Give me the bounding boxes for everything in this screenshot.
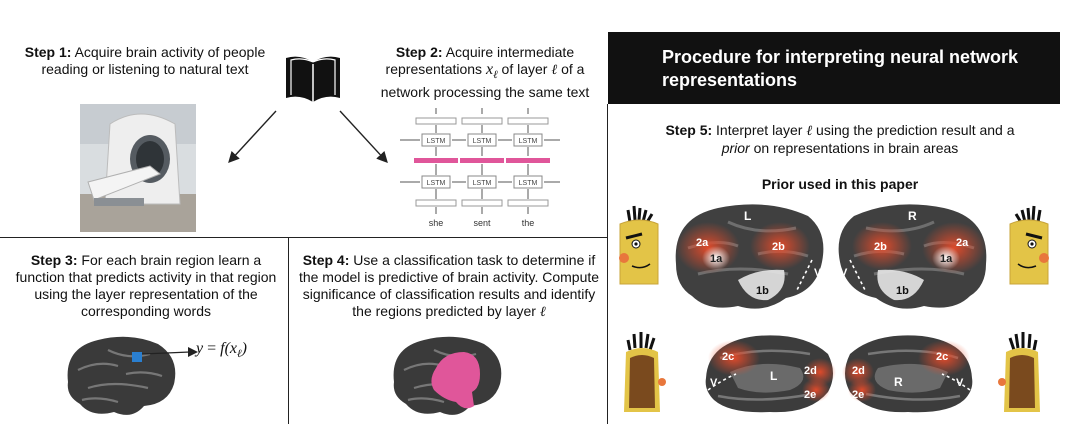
label-L: L	[744, 209, 751, 223]
label-2b-right: 2b	[874, 241, 887, 253]
lstm-cell	[421, 175, 451, 189]
divider-right-panel	[607, 104, 608, 424]
x-symbol: x	[485, 61, 494, 78]
step2-text: Step 2: Acquire intermediate representat…	[364, 44, 606, 101]
head-profile-left-icon	[619, 205, 659, 285]
brain-lateral-right-image: R 2a 1a 2b 1b V	[838, 204, 987, 309]
lstm-diagram: LSTM LSTM she LSTM LSTM sent LSTM LSTM the	[400, 108, 560, 228]
label-2a-right: 2a	[956, 237, 969, 249]
lstm-cell-label: LSTM	[427, 180, 446, 187]
input-word: sent	[473, 218, 491, 228]
label-2d: 2d	[804, 365, 817, 377]
page-title: Procedure for interpreting neural networ…	[662, 47, 1019, 90]
step5-prior: prior	[721, 140, 750, 156]
brain-predicted-region-image	[393, 336, 502, 415]
step2-label: Step 2:	[395, 44, 443, 60]
brain-lateral-left-image: L 2a 1a 2b 1b V	[675, 204, 824, 309]
label-R: R	[908, 209, 917, 223]
step5-description-c: on representations in brain areas	[753, 140, 959, 156]
title-box: Procedure for interpreting neural networ…	[608, 32, 1060, 104]
step2-description-b: of layer	[501, 61, 548, 77]
head-back-right-icon	[998, 332, 1040, 412]
output-box	[461, 117, 503, 125]
label-2b: 2b	[772, 241, 785, 253]
formula: y = f(xℓ)	[196, 340, 247, 360]
step2-description-a: Acquire intermediate representations	[385, 44, 575, 77]
output-box	[415, 117, 457, 125]
lstm-cell	[513, 133, 543, 147]
brain-roi-image	[67, 336, 176, 415]
label-2c-right: 2c	[936, 351, 948, 363]
step4-label: Step 4:	[302, 252, 350, 268]
hidden-state-bar	[460, 158, 504, 163]
head-back-left-icon	[624, 332, 666, 412]
label-2e: 2e	[804, 389, 816, 401]
lstm-cell	[467, 133, 497, 147]
step1-text: Step 1: Acquire brain activity of people…	[10, 44, 280, 78]
lstm-columns: LSTM LSTM she LSTM LSTM sent LSTM LSTM the	[400, 108, 560, 228]
x-subscript: ℓ	[493, 68, 498, 81]
hidden-state-bar	[506, 158, 550, 163]
brain-medial-right-image: 2c R V 2d 2e	[842, 335, 973, 413]
formula-close: )	[241, 340, 247, 357]
lstm-cell	[421, 133, 451, 147]
hidden-state-bar	[414, 158, 458, 163]
step5-label: Step 5:	[665, 122, 713, 138]
step5-description-b: using the prediction result and a	[816, 122, 1015, 138]
lstm-cell-label: LSTM	[519, 180, 538, 187]
label-V-right: V	[840, 267, 848, 279]
step2-description-c: of a network processing the same text	[380, 61, 590, 100]
step3-label: Step 3:	[30, 252, 78, 268]
label-1a-right: 1a	[940, 253, 953, 265]
embedding-box	[415, 199, 457, 207]
prior-heading: Prior used in this paper	[761, 176, 919, 192]
step5-ell: ℓ	[806, 124, 813, 139]
formula-sub: ℓ	[237, 348, 242, 361]
divider-horizontal	[0, 237, 607, 238]
book-icon	[286, 56, 340, 102]
lstm-cell	[513, 175, 543, 189]
brain-medial-left-image: 2c L V 2d 2e	[705, 335, 836, 413]
step3-text: Step 3: For each brain region learn a fu…	[8, 252, 284, 320]
embedding-box	[507, 199, 549, 207]
formula-f: f(x	[220, 340, 238, 357]
step1-label: Step 1:	[24, 44, 72, 60]
embedding-box	[461, 199, 503, 207]
input-word: she	[429, 218, 444, 228]
label-L-medial: L	[770, 369, 777, 383]
step4-text: Step 4: Use a classification task to det…	[292, 252, 606, 321]
output-box	[507, 117, 549, 125]
step4-ell: ℓ	[539, 305, 546, 320]
lstm-cell-label: LSTM	[473, 138, 492, 145]
formula-eq: =	[207, 340, 217, 357]
label-1a: 1a	[710, 253, 723, 265]
label-2d-right: 2d	[852, 365, 865, 377]
label-V-medial: V	[710, 377, 718, 389]
step4-description: Use a classification task to determine i…	[298, 252, 600, 319]
step5-description-a: Interpret layer	[716, 122, 803, 138]
label-R-medial: R	[894, 375, 903, 389]
label-1b: 1b	[756, 285, 769, 297]
label-1b-right: 1b	[896, 285, 909, 297]
formula-arrow	[141, 347, 198, 357]
step3-description: For each brain region learn a function t…	[15, 252, 277, 319]
formula-lhs: y	[196, 340, 204, 357]
head-profile-right-icon	[1009, 205, 1049, 285]
mri-scanner-image	[80, 104, 196, 232]
divider-step3-step4	[288, 237, 289, 424]
layer-ell: ℓ	[551, 63, 558, 78]
lstm-cell	[467, 175, 497, 189]
step5-text: Step 5: Interpret layer ℓ using the pred…	[650, 122, 1030, 157]
lstm-cell-label: LSTM	[427, 138, 446, 145]
input-word: the	[522, 218, 535, 228]
lstm-cell-label: LSTM	[519, 138, 538, 145]
label-V: V	[814, 267, 822, 279]
label-V-medial-right: V	[956, 377, 964, 389]
arrow-icon	[228, 110, 388, 164]
step1-description: Acquire brain activity of people reading…	[41, 44, 266, 77]
label-2e-right: 2e	[852, 389, 864, 401]
lstm-cell-label: LSTM	[473, 180, 492, 187]
label-2a: 2a	[696, 237, 709, 249]
label-2c: 2c	[722, 351, 734, 363]
